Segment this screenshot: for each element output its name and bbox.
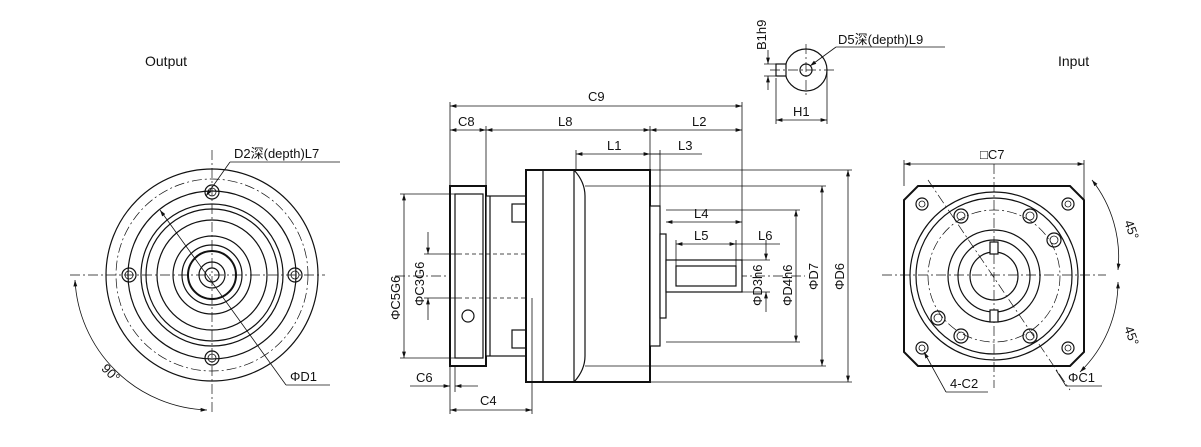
angle-45b-label: 45° [1121, 324, 1142, 348]
output-title: Output [145, 53, 187, 69]
output-view: Output D2深(depth)L7 ΦD1 90° [70, 53, 340, 412]
input-title: Input [1058, 53, 1089, 69]
c1-label: ΦC1 [1068, 370, 1095, 385]
h1-label: H1 [793, 104, 810, 119]
angle-45a-label: 45° [1121, 218, 1142, 242]
c3-label: ΦC3G6 [412, 262, 427, 306]
c2-label: 4-C2 [950, 376, 978, 391]
l2-label: L2 [692, 114, 706, 129]
d3-label: ΦD3h6 [750, 265, 765, 306]
d5-label: D5深(depth)L9 [838, 32, 923, 47]
c4-label: C4 [480, 393, 497, 408]
c6-label: C6 [416, 370, 433, 385]
d1-label: ΦD1 [290, 369, 317, 384]
l8-label: L8 [558, 114, 572, 129]
c7-label: □C7 [980, 147, 1004, 162]
l3-label: L3 [678, 138, 692, 153]
b1-label: B1h9 [754, 20, 769, 50]
l6-label: L6 [758, 228, 772, 243]
l4-label: L4 [694, 206, 708, 221]
c9-label: C9 [588, 89, 605, 104]
d2-label: D2深(depth)L7 [234, 146, 319, 161]
side-view: C9 C8 L8 L2 L1 L3 L4 L5 L6 ΦC5G6 [388, 89, 852, 414]
input-view: Input □C7 45° 45° [882, 53, 1142, 393]
l5-label: L5 [694, 228, 708, 243]
d6-label: ΦD6 [832, 263, 847, 290]
c5-label: ΦC5G6 [388, 276, 403, 320]
l1-label: L1 [607, 138, 621, 153]
d4-label: ΦD4h6 [780, 265, 795, 306]
key-detail: B1h9 H1 D5深(depth)L9 [754, 20, 945, 124]
angle-90-label: 90° [99, 361, 124, 386]
c8-label: C8 [458, 114, 475, 129]
d7-label: ΦD7 [806, 263, 821, 290]
